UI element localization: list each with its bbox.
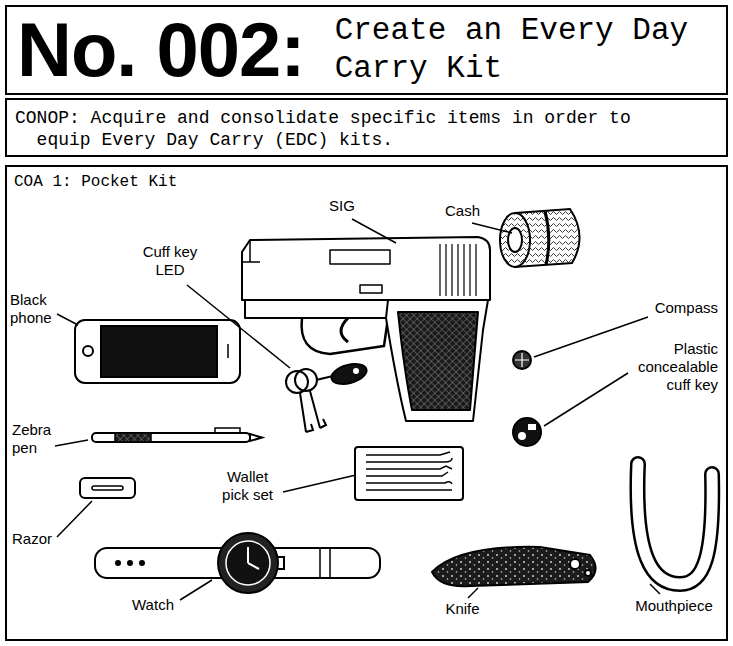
key-ring-drawing	[286, 361, 369, 432]
item-label: Plastic concealable cuff key	[632, 340, 718, 394]
cash-roll-drawing	[500, 213, 530, 267]
pick-set-drawing	[355, 447, 463, 500]
pistol-drawing	[242, 240, 260, 262]
pistol-drawing	[242, 237, 490, 421]
coa-panel: COA 1: Pocket Kit	[5, 165, 728, 641]
pen-drawing	[92, 428, 262, 442]
pistol-drawing	[341, 318, 348, 342]
phone-drawing	[75, 320, 240, 383]
compass-drawing	[513, 351, 531, 369]
watch-drawing	[218, 533, 278, 593]
leader-lines	[55, 219, 660, 600]
item-label: SIG	[322, 197, 362, 215]
item-label: Mouthpiece	[630, 597, 718, 615]
pick-set-drawing	[355, 447, 463, 500]
key-ring-drawing	[300, 391, 320, 432]
cash-roll-drawing	[500, 209, 580, 267]
plastic-cuff-key-drawing	[528, 424, 536, 430]
pen-drawing	[215, 428, 240, 433]
mouthpiece-drawing	[637, 464, 712, 584]
item-label: Knife	[440, 600, 485, 618]
pistol-drawing	[360, 285, 382, 293]
watch-drawing	[320, 548, 330, 578]
pistol-drawing	[386, 300, 488, 421]
razor-drawing	[80, 478, 135, 498]
mouthpiece-drawing	[637, 464, 712, 584]
watch-drawing	[95, 533, 380, 593]
phone-drawing	[227, 344, 229, 358]
watch-drawing	[128, 561, 132, 565]
knife-drawing	[432, 547, 596, 586]
mouthpiece-drawing	[637, 464, 712, 584]
item-label: Cash	[440, 202, 485, 220]
pistol-drawing	[440, 244, 476, 296]
title-number: No. 002:	[17, 12, 305, 88]
leader-lines	[55, 440, 88, 446]
phone-drawing	[101, 326, 217, 377]
key-ring-drawing	[329, 361, 368, 388]
plastic-cuff-key-drawing	[518, 432, 526, 440]
leader-lines	[352, 219, 396, 243]
item-label: Zebra pen	[12, 421, 62, 457]
plastic-cuff-key-drawing	[513, 418, 541, 446]
pen-drawing	[250, 434, 262, 441]
razor-drawing	[92, 486, 123, 490]
item-label: Watch	[128, 596, 178, 614]
item-label: Wallet pick set	[215, 468, 280, 504]
item-label: Razor	[12, 530, 62, 548]
pistol-drawing	[242, 237, 490, 300]
pistol-drawing	[330, 250, 390, 264]
key-ring-drawing	[295, 369, 317, 391]
leader-lines	[534, 317, 648, 357]
leader-lines	[472, 223, 512, 233]
compass-drawing	[513, 351, 531, 369]
leader-lines	[283, 475, 356, 492]
watch-drawing	[140, 561, 144, 565]
pen-drawing	[115, 433, 151, 442]
plastic-cuff-key-drawing	[513, 418, 541, 446]
leader-lines	[650, 584, 660, 594]
conop-text: CONOP: Acquire and consolidate specific …	[15, 107, 677, 151]
phone-drawing	[75, 320, 240, 383]
leader-lines	[57, 314, 78, 325]
item-label: Cuff key LED	[138, 243, 202, 279]
key-ring-drawing	[306, 419, 326, 432]
leader-lines	[180, 580, 212, 600]
compass-drawing	[515, 353, 529, 367]
pick-set-drawing	[366, 452, 452, 490]
leader-lines	[187, 285, 290, 368]
title-box: No. 002: Create an Every Day Carry Kit	[5, 5, 728, 95]
knife-drawing	[585, 570, 591, 576]
key-ring-drawing	[353, 368, 359, 374]
item-label: Compass	[648, 299, 718, 317]
leader-lines	[57, 501, 92, 537]
cash-roll-drawing	[545, 211, 549, 265]
knife-drawing	[432, 547, 596, 586]
key-ring-drawing	[316, 376, 333, 380]
pistol-drawing	[398, 312, 478, 410]
knife-drawing	[570, 559, 580, 569]
coa-heading: COA 1: Pocket Kit	[14, 172, 719, 192]
razor-drawing	[80, 478, 135, 498]
phone-drawing	[83, 346, 93, 356]
cash-roll-drawing	[508, 228, 522, 252]
watch-drawing	[226, 541, 270, 585]
pistol-drawing	[302, 318, 388, 354]
pen-drawing	[92, 433, 250, 442]
title-text: Create an Every Day Carry Kit	[335, 12, 705, 88]
item-label: Black phone	[10, 291, 60, 327]
watch-drawing	[116, 561, 120, 565]
conop-box: CONOP: Acquire and consolidate specific …	[5, 98, 728, 157]
leader-lines	[544, 373, 628, 426]
pistol-drawing	[245, 300, 392, 318]
watch-drawing	[248, 547, 259, 569]
leader-lines	[468, 588, 478, 598]
